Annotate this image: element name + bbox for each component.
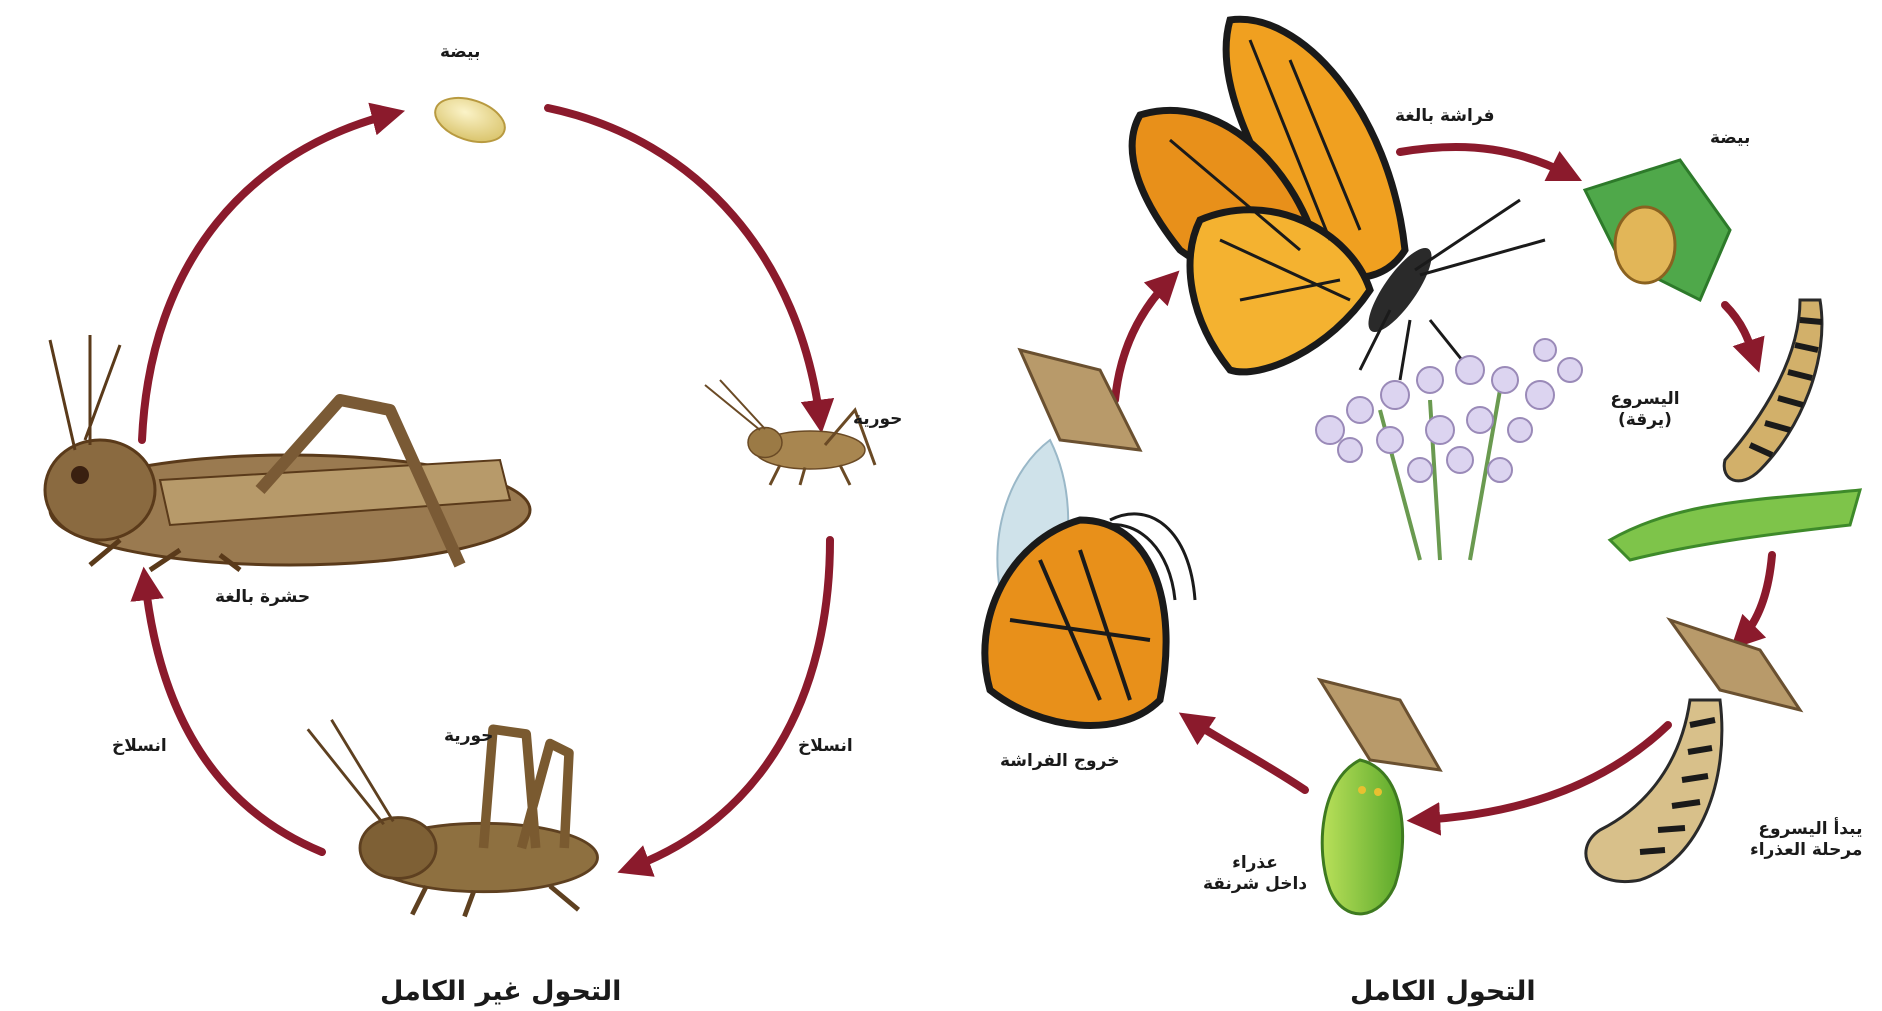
pupa-label-line2: داخل شرنقة: [1190, 874, 1320, 895]
incomplete-egg-label: بيضة: [440, 42, 480, 63]
larva-label-line2: (يرقة): [1600, 410, 1690, 431]
pupa-start-label-line2: مرحلة العذراء: [1750, 840, 1862, 861]
incomplete-nymph-top-label: حورية: [853, 409, 902, 430]
complete-metamorphosis-title: التحول الكامل: [1350, 975, 1536, 1009]
arrow-larva-to-pupa-start: [1740, 555, 1772, 640]
incomplete-nymph-bottom-label: حورية: [444, 726, 493, 747]
arrow-nymph-to-adult: [145, 580, 322, 852]
arrow-adult-to-egg: [142, 114, 392, 440]
chrysalis-icon: [1320, 680, 1440, 914]
grasshopper-egg-icon: [430, 90, 511, 150]
arrow-emergence-to-adult: [1115, 280, 1170, 400]
arrow-pupa-to-emergence: [1190, 720, 1305, 790]
complete-egg-label: بيضة: [1710, 128, 1750, 149]
arrow-nymph-to-nymph: [630, 540, 830, 868]
complete-larva-label: اليسروع (يرقة): [1600, 389, 1690, 432]
milkweed-flowers-icon: [1316, 339, 1582, 560]
emerging-butterfly-icon: [985, 350, 1195, 725]
incomplete-molt-right-label: انسلاخ: [798, 736, 853, 757]
nymph-large-icon: [308, 720, 598, 917]
pupa-label-line1: عذراء: [1190, 853, 1320, 874]
pupa-start-label-line1: يبدأ اليسروع: [1750, 819, 1862, 840]
complete-pupa-label: عذراء داخل شرنقة: [1190, 853, 1320, 896]
complete-emergence-label: خروج الفراشة: [1000, 751, 1119, 772]
incomplete-metamorphosis-title: التحول غير الكامل: [380, 975, 621, 1009]
arrow-adult-to-egg: [1400, 147, 1570, 175]
arrow-egg-to-nymph: [548, 108, 820, 420]
complete-pupa-start-label: يبدأ اليسروع مرحلة العذراء: [1750, 819, 1862, 862]
butterfly-egg-on-leaf-icon: [1585, 160, 1730, 300]
monarch-butterfly-icon: [1132, 19, 1545, 380]
adult-grasshopper-icon: [45, 335, 530, 570]
incomplete-molt-left-label: انسلاخ: [112, 736, 167, 757]
arrow-pupa-start-to-pupa: [1420, 725, 1668, 820]
incomplete-adult-label: حشرة بالغة: [215, 587, 310, 608]
nymph-small-icon: [705, 380, 875, 485]
larva-label-line1: اليسروع: [1600, 389, 1690, 410]
complete-adult-butterfly-label: فراشة بالغة: [1395, 106, 1495, 127]
arrow-egg-to-larva: [1725, 305, 1755, 360]
